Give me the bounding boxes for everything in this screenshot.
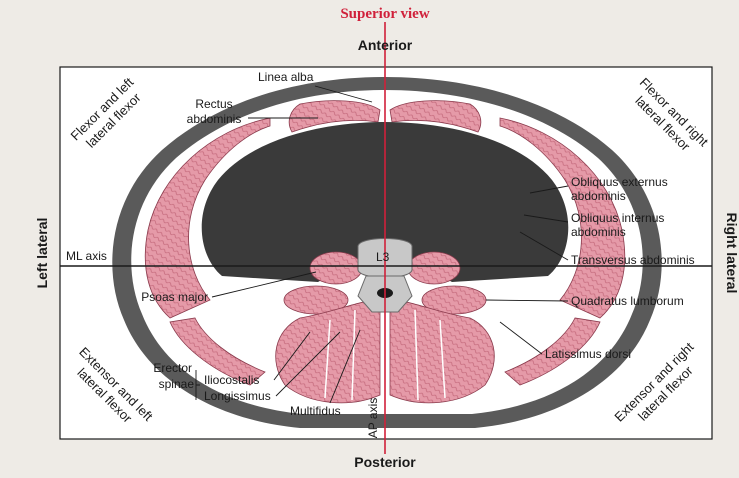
obliquus-internus-label-line1: Obliquus internus bbox=[571, 211, 664, 225]
rectus-label-line1: Rectus bbox=[195, 97, 232, 111]
vertebra-label: L3 bbox=[376, 250, 390, 264]
left-lateral-label: Left lateral bbox=[34, 218, 50, 289]
anterior-label: Anterior bbox=[358, 37, 413, 53]
ml-axis-label: ML axis bbox=[66, 249, 107, 263]
obliquus-internus-label-line2: abdominis bbox=[571, 225, 626, 239]
title: Superior view bbox=[340, 6, 429, 22]
obliquus-externus-label-line2: abdominis bbox=[571, 189, 626, 203]
psoas-right-shape bbox=[408, 252, 460, 284]
erector-label-line2: spinae bbox=[159, 377, 195, 391]
rectus-label-line2: abdominis bbox=[187, 112, 242, 126]
obliquus-externus-label-line1: Obliquus externus bbox=[571, 175, 668, 189]
posterior-label: Posterior bbox=[354, 454, 416, 470]
longissimus-label: Longissimus bbox=[204, 389, 271, 403]
iliocostalis-label: Iliocostalis bbox=[204, 373, 259, 387]
quadratus-label: Quadratus lumborum bbox=[571, 294, 684, 308]
linea-alba-label: Linea alba bbox=[258, 70, 314, 84]
latissimus-label: Latissimus dorsi bbox=[545, 347, 631, 361]
right-lateral-label: Right lateral bbox=[724, 213, 739, 294]
psoas-left-shape bbox=[310, 252, 362, 284]
psoas-label: Psoas major bbox=[141, 290, 208, 304]
erector-label-line1: Erector bbox=[153, 361, 192, 375]
transversus-label: Transversus abdominis bbox=[571, 253, 695, 267]
ap-axis-label: AP axis bbox=[366, 398, 380, 438]
multifidus-label: Multifidus bbox=[290, 404, 341, 418]
